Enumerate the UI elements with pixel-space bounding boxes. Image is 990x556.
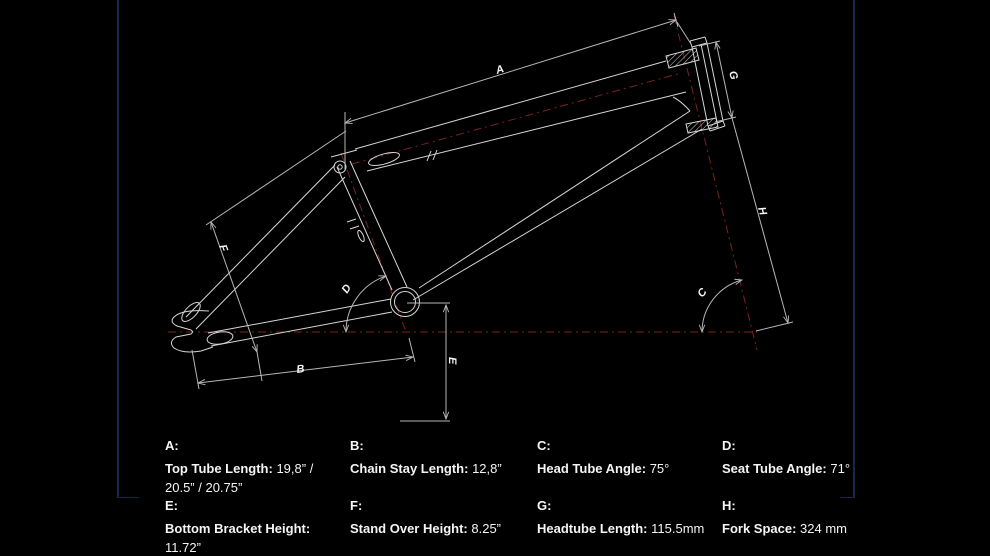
dim-B-extensions xyxy=(191,337,416,390)
dim-label-a: A xyxy=(493,63,505,77)
seat-tube-boss-marks xyxy=(346,218,360,230)
chain-stay-lower-line xyxy=(210,311,393,347)
dim-D-arc xyxy=(346,276,386,332)
dim-label-h: H xyxy=(755,206,769,218)
spec-value: 19,8” / 20.5” / 20.75” xyxy=(165,461,314,495)
spec-label: Top Tube Length: xyxy=(165,461,273,476)
dim-B-line xyxy=(198,357,413,383)
down-tube-lower-line xyxy=(412,128,703,301)
spec-value: 71° xyxy=(830,461,851,476)
spec-letter: H: xyxy=(722,498,736,513)
dim-F-line xyxy=(211,222,257,352)
chain-stay-upper-line xyxy=(207,298,392,334)
steering-axis-centerline xyxy=(673,15,758,351)
spec-letter: D: xyxy=(722,438,736,453)
dimension-lines xyxy=(191,12,794,422)
dim-F-extensions xyxy=(205,130,347,382)
head-tube-top-edge xyxy=(689,36,708,48)
dimension-labels: A B C D E F G H xyxy=(216,63,769,376)
frame-tubes xyxy=(170,60,703,353)
dim-label-b: B xyxy=(296,363,306,376)
image-border-right xyxy=(853,0,855,498)
seat-tube-boss-oval xyxy=(357,229,365,243)
spec-value: 12,8” xyxy=(472,461,502,476)
dim-H-extension xyxy=(755,321,794,332)
spec-label: Stand Over Height: xyxy=(350,521,468,536)
dim-H-line xyxy=(731,117,788,323)
spec-seat-tube-angle: D: Seat Tube Angle: 71° xyxy=(722,438,952,498)
seat-clamp-band xyxy=(330,149,358,158)
dim-C-arc xyxy=(702,280,742,332)
top-tube-end-cap xyxy=(368,151,400,167)
seat-clamp-bolt-inner xyxy=(337,164,343,170)
seat-tube-left-line xyxy=(336,166,393,291)
spec-top-tube-length: A: Top Tube Length: 19,8” / 20.5” / 20.7… xyxy=(165,438,350,498)
spec-letter: G: xyxy=(537,498,552,513)
spec-value: 324 mm xyxy=(800,521,848,536)
top-tube-weld-ticks xyxy=(426,149,438,162)
spec-headtube-length: G: Headtube Length: 115.5mm xyxy=(537,498,722,556)
top-tube-centerline xyxy=(351,72,682,165)
spec-fork-space: H: Fork Space: 324 mm xyxy=(722,498,952,556)
seat-stay-end-plate xyxy=(181,302,201,322)
down-tube-upper-line xyxy=(418,110,691,289)
seat-stay-upper-line xyxy=(185,164,336,318)
dim-label-e: E xyxy=(446,357,458,365)
spec-value: 75° xyxy=(649,461,670,476)
bottom-bracket-outer xyxy=(390,287,420,317)
down-tube-gusset-curve xyxy=(672,96,691,112)
spec-letter: E: xyxy=(165,498,178,513)
head-tube-right-line xyxy=(706,42,724,122)
dim-G-line xyxy=(716,42,732,118)
spec-label: Chain Stay Length: xyxy=(350,461,469,476)
dim-label-c: C xyxy=(695,285,710,300)
spec-label: Fork Space: xyxy=(722,521,797,536)
spec-chain-stay-length: B: Chain Stay Length: 12,8” xyxy=(350,438,537,498)
spec-value: 115.5mm xyxy=(651,521,705,536)
image-border-bottom-left-stub xyxy=(117,497,139,498)
spec-letter: A: xyxy=(165,438,179,453)
spec-letter: F: xyxy=(350,498,363,513)
image-border-bottom-right-stub xyxy=(840,497,855,498)
spec-letter: B: xyxy=(350,438,364,453)
top-tube-lower-line xyxy=(366,91,687,172)
spec-value: 8.25” xyxy=(471,521,502,536)
dim-label-g: G xyxy=(726,70,740,82)
dim-label-f: F xyxy=(216,243,230,254)
image-border-left xyxy=(117,0,119,498)
head-tube xyxy=(665,36,726,134)
seat-clamp-bolt-outer xyxy=(333,160,347,174)
seat-tube-centerline xyxy=(340,152,407,333)
spec-label: Bottom Bracket Height: xyxy=(165,521,311,536)
geometry-specs: A: Top Tube Length: 19,8” / 20.5” / 20.7… xyxy=(165,438,965,556)
head-tube-inner-line xyxy=(700,43,718,123)
spec-label: Seat Tube Angle: xyxy=(722,461,827,476)
spec-stand-over-height: F: Stand Over Height: 8.25” xyxy=(350,498,537,556)
dim-A-line xyxy=(345,20,676,123)
dim-A-extensions xyxy=(344,12,692,170)
dim-G-extensions xyxy=(698,40,737,123)
headset-bottom-cup-hatch xyxy=(685,117,719,134)
dim-label-d: D xyxy=(340,282,354,295)
centerlines xyxy=(168,15,758,351)
seat-tube-right-line xyxy=(349,160,408,288)
spec-label: Headtube Length: xyxy=(537,521,648,536)
spec-label: Head Tube Angle: xyxy=(537,461,647,476)
spec-letter: C: xyxy=(537,438,551,453)
bottom-bracket-inner xyxy=(394,291,416,313)
spec-head-tube-angle: C: Head Tube Angle: 75° xyxy=(537,438,722,498)
spec-value: 11.72” xyxy=(165,540,201,555)
spec-bottom-bracket-height: E: Bottom Bracket Height: 11.72” xyxy=(165,498,350,556)
rear-dropout xyxy=(170,310,214,353)
